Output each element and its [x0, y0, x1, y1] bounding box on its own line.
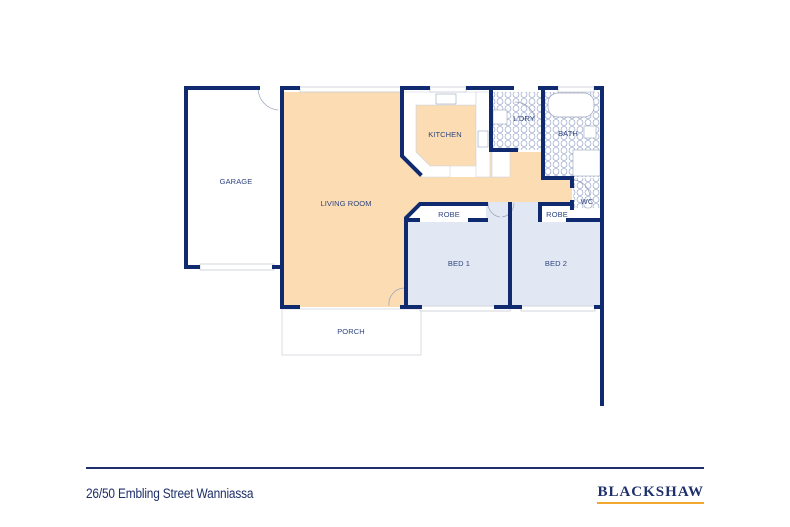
laundry-room — [491, 92, 544, 178]
room-label-robe2: ROBE — [546, 210, 568, 219]
room-label-porch: PORCH — [337, 327, 365, 336]
room-label-garage: GARAGE — [220, 177, 253, 186]
property-address: 26/50 Embling Street Wanniassa — [86, 486, 254, 501]
room-label-bed1: BED 1 — [448, 259, 470, 268]
room-label-wc: WC — [581, 197, 594, 206]
walls — [184, 86, 604, 406]
bed2-fill — [512, 222, 600, 307]
room-label-bath: BATH — [558, 129, 578, 138]
room-label-bed2: BED 2 — [545, 259, 567, 268]
footer-divider — [86, 467, 704, 469]
room-label-laundry: L'DRY — [513, 114, 535, 123]
bathroom — [545, 92, 601, 177]
porch-outline — [281, 308, 422, 356]
floor-plan: GARAGE LIVING ROOM KITCHEN L'DRY BATH WC… — [184, 86, 604, 406]
bed1-fill — [406, 222, 510, 307]
wc-room — [573, 178, 601, 209]
room-label-living: LIVING ROOM — [320, 199, 371, 208]
room-label-kitchen: KITCHEN — [428, 130, 462, 139]
brand-logo: BLACKSHAW — [597, 484, 704, 504]
living-area-fill — [284, 92, 572, 307]
room-label-robe1: ROBE — [438, 210, 460, 219]
